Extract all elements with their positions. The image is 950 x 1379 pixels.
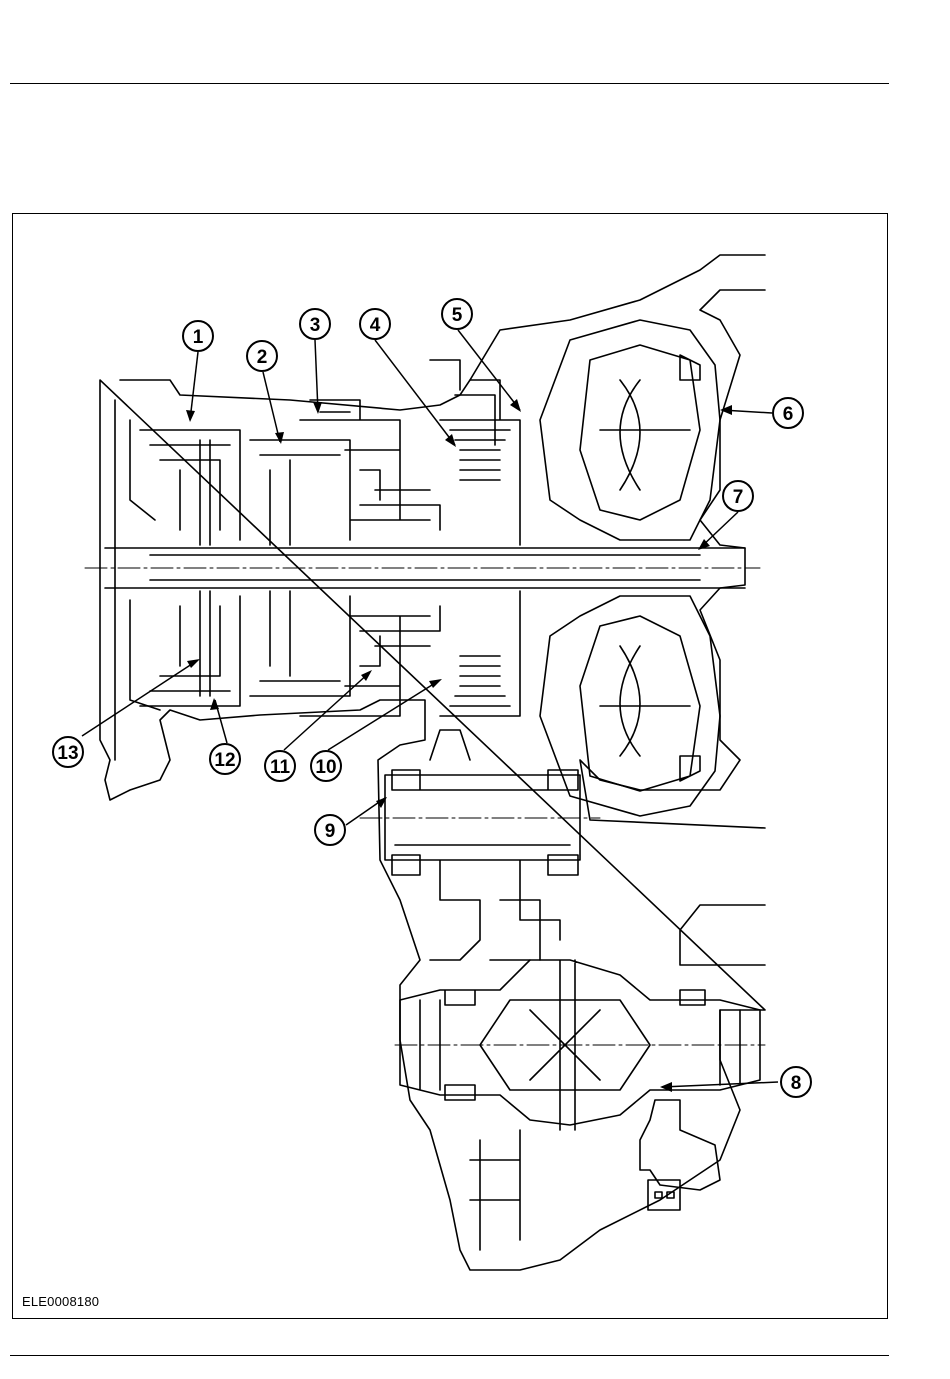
svg-text:7: 7 (733, 487, 744, 508)
svg-text:5: 5 (452, 305, 463, 326)
svg-text:12: 12 (214, 750, 235, 771)
svg-text:8: 8 (791, 1073, 802, 1094)
callout-4: 4 (360, 309, 390, 339)
torque-converter-upper (540, 320, 720, 540)
callout-8: 8 (781, 1067, 811, 1097)
callout-9: 9 (315, 815, 345, 845)
callout-3: 3 (300, 309, 330, 339)
svg-text:13: 13 (57, 743, 78, 764)
callout-12: 12 (210, 744, 240, 774)
svg-text:11: 11 (270, 757, 291, 778)
svg-text:4: 4 (370, 315, 381, 336)
callout-1: 1 (183, 321, 213, 351)
svg-text:9: 9 (325, 821, 336, 842)
svg-text:1: 1 (193, 327, 204, 348)
svg-text:10: 10 (315, 757, 336, 778)
callout-13: 13 (53, 737, 83, 767)
torque-converter-lower (540, 596, 720, 816)
callout-11: 11 (265, 751, 295, 781)
figure-id-label: ELE0008180 (22, 1294, 99, 1309)
callout-10: 10 (311, 751, 341, 781)
clutch-pack-upper (140, 360, 520, 545)
svg-text:2: 2 (257, 347, 268, 368)
transfer-bearings (385, 770, 580, 960)
callout-7: 7 (723, 481, 753, 511)
callout-5: 5 (442, 299, 472, 329)
callout-6: 6 (773, 398, 803, 428)
callout-2: 2 (247, 341, 277, 371)
svg-text:3: 3 (310, 315, 321, 336)
svg-text:6: 6 (783, 404, 794, 425)
clutch-pack-lower (140, 591, 520, 716)
bottom-rule (10, 1355, 889, 1356)
case-outline (100, 255, 765, 1270)
speed-sensor (640, 1100, 720, 1210)
